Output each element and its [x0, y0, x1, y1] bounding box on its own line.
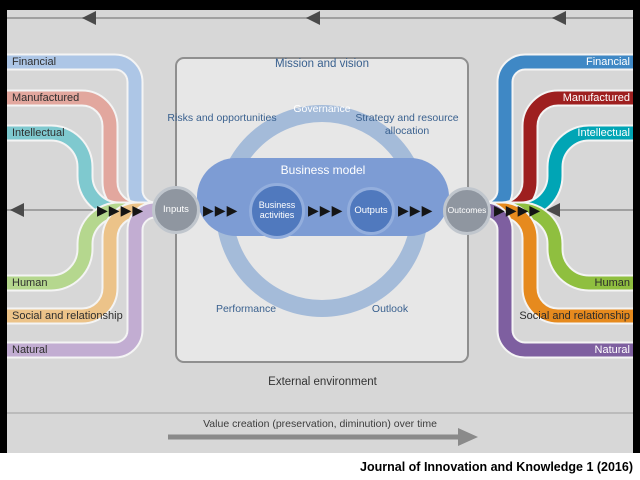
- governance-label: Governance: [293, 103, 351, 115]
- capital-right-human-label: Human: [594, 277, 630, 289]
- band-right-human: [477, 203, 633, 290]
- flow-arrows-inputs-activities: ▶▶▶: [203, 203, 237, 217]
- value-creation-arrowhead-icon: [458, 428, 478, 446]
- capital-left-financial-label: Financial: [12, 56, 57, 68]
- top-right-arrow-icon: [552, 11, 566, 25]
- value-creation-label: Value creation (preservation, diminution…: [203, 418, 437, 430]
- flow-arrow-icon: ▶: [226, 202, 238, 218]
- flow-arrow-icon: ▶: [308, 202, 319, 218]
- flow-arrows-activities-outputs: ▶▶▶: [308, 203, 342, 217]
- capital-right-manufactured-label: Manufactured: [562, 92, 630, 104]
- journal-credit: Journal of Innovation and Knowledge 1 (2…: [360, 459, 633, 474]
- capital-right-intellectual-label: Intellectual: [577, 127, 630, 139]
- top-left-arrow-icon: [82, 11, 96, 25]
- flow-arrow-icon: ▶: [494, 202, 505, 218]
- flow-arrow-icon: ▶: [214, 202, 226, 218]
- flow-arrow-icon: ▶: [517, 202, 529, 218]
- risks-opportunities-label: Risks and opportunities: [167, 112, 277, 124]
- capital-left-natural-label: Natural: [12, 344, 48, 356]
- flow-arrow-icon: ▶: [132, 202, 144, 218]
- credit-strip: Journal of Innovation and Knowledge 1 (2…: [0, 453, 640, 480]
- right-frame-bar: [633, 10, 640, 453]
- band-right-social: [477, 203, 633, 323]
- flow-arrows-outputs-outcomes: ▶▶▶: [398, 203, 432, 217]
- top-center-arrow-icon: [306, 11, 320, 25]
- band-left-natural: [7, 203, 163, 357]
- outputs-node: Outputs: [347, 187, 395, 235]
- capital-right-social-label: Social and relationship: [519, 310, 630, 322]
- mission-vision-label: Mission and vision: [275, 58, 369, 70]
- flow-arrow-icon: ▶: [331, 202, 343, 218]
- flow-arrow-icon: ▶: [319, 202, 331, 218]
- flow-arrow-icon: ▶: [505, 202, 517, 218]
- flow-arrow-icon: ▶: [203, 202, 214, 218]
- band-right-natural: [477, 203, 633, 357]
- flow-arrow-icon: ▶: [120, 202, 132, 218]
- flow-arrow-icon: ▶: [97, 202, 108, 218]
- flow-arrow-icon: ▶: [409, 202, 421, 218]
- performance-label: Performance: [215, 303, 277, 315]
- capital-left-manufactured-label: Manufactured: [12, 92, 80, 104]
- capital-right-natural-label: Natural: [594, 344, 630, 356]
- outlook-label: Outlook: [371, 303, 409, 315]
- business-activities-node: Business activities: [249, 183, 305, 239]
- capital-left-intellectual-label: Intellectual: [12, 127, 65, 139]
- outcomes-node: Outcomes: [443, 187, 491, 235]
- business-model-label: Business model: [280, 163, 366, 177]
- strategy-resource-label: Strategy and resource allocation: [355, 112, 459, 137]
- flow-arrows-far-left: ▶▶▶▶: [97, 203, 143, 217]
- flow-arrow-icon: ▶: [529, 202, 541, 218]
- mid-right-arrow-icon: [546, 203, 560, 217]
- flow-arrow-icon: ▶: [398, 202, 409, 218]
- business-model-band: [197, 158, 449, 236]
- band-left-human: [7, 203, 163, 290]
- external-environment-label: External environment: [268, 376, 377, 388]
- top-frame-bar: [0, 0, 640, 10]
- mid-left-arrow-icon: [10, 203, 24, 217]
- inputs-node: Inputs: [152, 186, 200, 234]
- capital-right-financial-label: Financial: [585, 56, 630, 68]
- flow-arrows-far-right: ▶▶▶▶: [494, 203, 540, 217]
- band-left-social: [7, 203, 163, 323]
- flow-arrow-icon: ▶: [108, 202, 120, 218]
- capital-left-social-label: Social and relationship: [12, 310, 123, 322]
- capital-left-human-label: Human: [12, 277, 48, 289]
- flow-arrow-icon: ▶: [421, 202, 433, 218]
- left-frame-bar: [0, 10, 7, 453]
